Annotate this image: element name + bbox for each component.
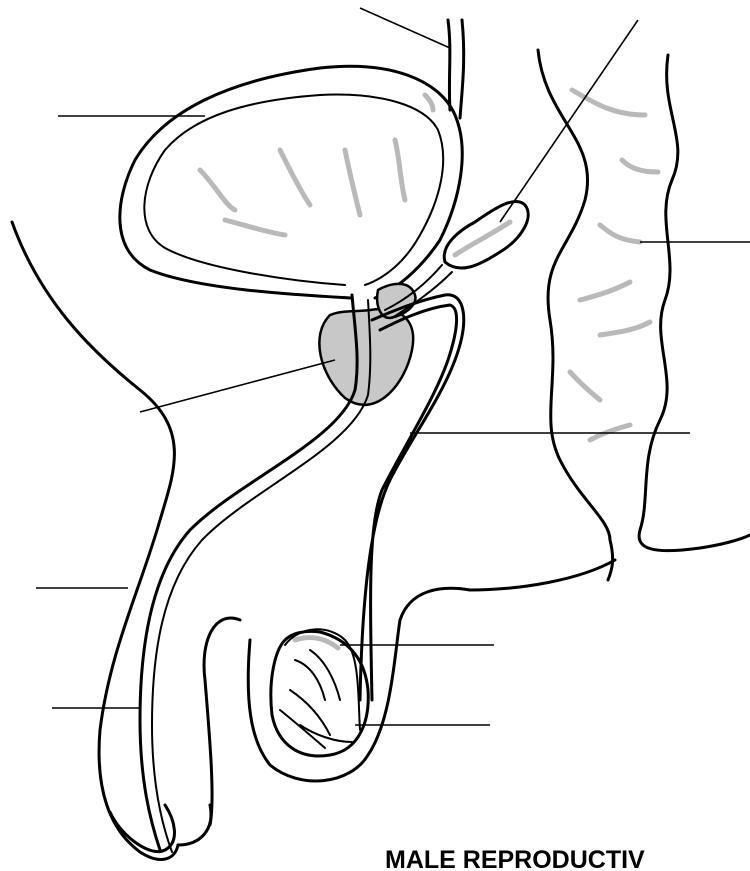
bladder-fold-1 [200, 170, 235, 210]
testis [271, 631, 368, 756]
leader-prostate [140, 360, 335, 412]
rectum-inner [639, 55, 750, 551]
glans-tip [178, 805, 211, 845]
scrotum-outline [204, 560, 615, 825]
rectum-fold-4 [580, 282, 630, 300]
bladder-fold-5 [225, 220, 285, 235]
rectum-outer [538, 50, 613, 580]
rectum-fold-2 [622, 160, 658, 172]
bladder-outer-wall [120, 66, 462, 298]
leader-seminal-vesicle [500, 20, 638, 222]
rectum-fold-3 [600, 225, 640, 242]
rectum-fold-1 [572, 90, 645, 115]
prostate-gland [319, 309, 413, 405]
ureter [448, 20, 464, 118]
bladder-inner-wall [144, 95, 443, 285]
bladder-fold-6 [425, 95, 433, 110]
leader-ureter [360, 8, 450, 48]
diagram-title: MALE REPRODUCTIV [385, 846, 645, 871]
rectum-fold-5 [600, 322, 650, 335]
bladder-fold-2 [280, 150, 310, 205]
bladder-fold-4 [395, 140, 405, 200]
rectum-fold-6 [570, 372, 600, 400]
seminal-vesicle-duct [377, 284, 415, 318]
bladder-fold-3 [345, 150, 360, 215]
urethra [140, 295, 357, 850]
epididymis-shading [295, 638, 338, 648]
